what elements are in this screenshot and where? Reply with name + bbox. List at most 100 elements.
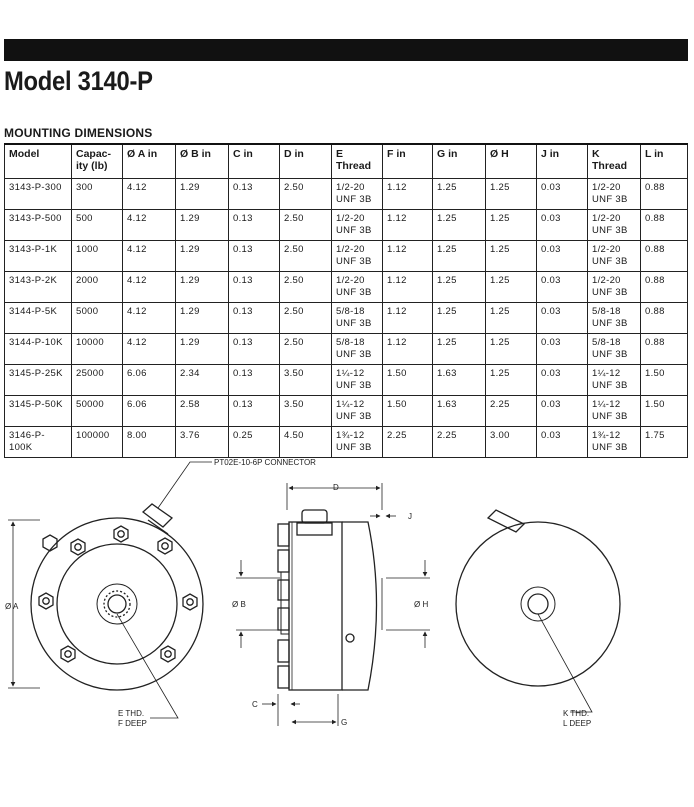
dim-b-label: Ø B: [232, 600, 246, 609]
table-cell: 1¾-12 UNF 3B: [587, 426, 641, 458]
table-cell: 2.50: [279, 209, 332, 241]
table-cell: 1/2-20 UNF 3B: [331, 271, 383, 303]
table-cell: 4.12: [122, 240, 176, 272]
table-cell: 1¼-12 UNF 3B: [331, 395, 383, 427]
table-cell: 1.12: [382, 178, 433, 210]
dim-g-label: G: [341, 718, 347, 727]
table-cell: 1.25: [432, 333, 486, 365]
table-cell: 2.50: [279, 178, 332, 210]
table-cell: 1.29: [175, 178, 229, 210]
table-cell: 5000: [71, 302, 123, 334]
table-cell: 1.29: [175, 209, 229, 241]
table-cell: 0.03: [536, 209, 588, 241]
table-cell: 500: [71, 209, 123, 241]
table-cell: 0.03: [536, 333, 588, 365]
dim-h-label: Ø H: [414, 600, 428, 609]
table-cell: 6.06: [122, 364, 176, 396]
back-view: [455, 509, 621, 713]
table-cell: 1.12: [382, 302, 433, 334]
table-cell: 5/8-18 UNF 3B: [587, 302, 641, 334]
dim-c-label: C: [252, 700, 258, 709]
table-cell: 4.12: [122, 333, 176, 365]
table-cell: 2.25: [432, 426, 486, 458]
column-header: J in: [536, 143, 588, 179]
table-cell: 1.75: [640, 426, 688, 458]
table-cell: 25000: [71, 364, 123, 396]
table-cell: 0.13: [228, 271, 280, 303]
table-cell: 1.29: [175, 240, 229, 272]
dim-j-label: J: [408, 512, 412, 521]
section-heading: MOUNTING DIMENSIONS: [4, 126, 153, 140]
table-cell: 0.13: [228, 333, 280, 365]
table-cell: 3.50: [279, 395, 332, 427]
table-cell: 0.13: [228, 395, 280, 427]
column-header: Ø H: [485, 143, 537, 179]
table-cell: 4.12: [122, 302, 176, 334]
table-cell: 1.25: [432, 240, 486, 272]
table-cell: 0.13: [228, 364, 280, 396]
table-cell: 3145-P-50K: [4, 395, 72, 427]
table-cell: 2000: [71, 271, 123, 303]
table-cell: 3.00: [485, 426, 537, 458]
table-cell: 3144-P-10K: [4, 333, 72, 365]
table-cell: 3143-P-300: [4, 178, 72, 210]
table-cell: 0.13: [228, 302, 280, 334]
table-cell: 4.12: [122, 178, 176, 210]
table-cell: 4.12: [122, 271, 176, 303]
table-cell: 300: [71, 178, 123, 210]
table-cell: 5/8-18 UNF 3B: [331, 302, 383, 334]
column-header: F in: [382, 143, 433, 179]
front-view: [8, 461, 212, 719]
table-cell: 1.12: [382, 240, 433, 272]
table-cell: 0.88: [640, 240, 688, 272]
table-cell: 1.29: [175, 271, 229, 303]
table-cell: 1.25: [432, 271, 486, 303]
table-cell: 1000: [71, 240, 123, 272]
table-cell: 1/2-20 UNF 3B: [331, 209, 383, 241]
table-cell: 1.25: [485, 302, 537, 334]
dim-d-label: D: [333, 483, 339, 492]
table-cell: 0.13: [228, 178, 280, 210]
table-cell: 1¼-12 UNF 3B: [587, 395, 641, 427]
column-header: C in: [228, 143, 280, 179]
table-cell: 1.63: [432, 364, 486, 396]
table-cell: 1.63: [432, 395, 486, 427]
table-cell: 50000: [71, 395, 123, 427]
table-cell: 0.88: [640, 302, 688, 334]
table-cell: 3145-P-25K: [4, 364, 72, 396]
table-cell: 1.25: [485, 364, 537, 396]
column-header: Capac-ity (lb): [71, 143, 123, 179]
connector-label: PT02E-10-6P CONNECTOR: [214, 458, 316, 467]
table-cell: 1.50: [382, 395, 433, 427]
table-cell: 0.88: [640, 209, 688, 241]
table-cell: 2.34: [175, 364, 229, 396]
table-cell: 5/8-18 UNF 3B: [331, 333, 383, 365]
table-cell: 0.03: [536, 178, 588, 210]
table-cell: 1.25: [432, 302, 486, 334]
table-cell: 1.25: [432, 178, 486, 210]
e-thd-label: E THD.: [118, 709, 144, 718]
table-cell: 0.03: [536, 271, 588, 303]
table-cell: 0.03: [536, 395, 588, 427]
column-header: K Thread: [587, 143, 641, 179]
table-cell: 0.88: [640, 333, 688, 365]
table-cell: 0.88: [640, 178, 688, 210]
table-cell: 1.29: [175, 302, 229, 334]
table-cell: 0.03: [536, 364, 588, 396]
table-cell: 0.13: [228, 209, 280, 241]
column-header: Model: [4, 143, 72, 179]
table-cell: 3143-P-500: [4, 209, 72, 241]
table-cell: 3146-P-100K: [4, 426, 72, 458]
page-title: Model 3140-P: [4, 66, 153, 96]
column-header: Ø A in: [122, 143, 176, 179]
table-cell: 4.50: [279, 426, 332, 458]
